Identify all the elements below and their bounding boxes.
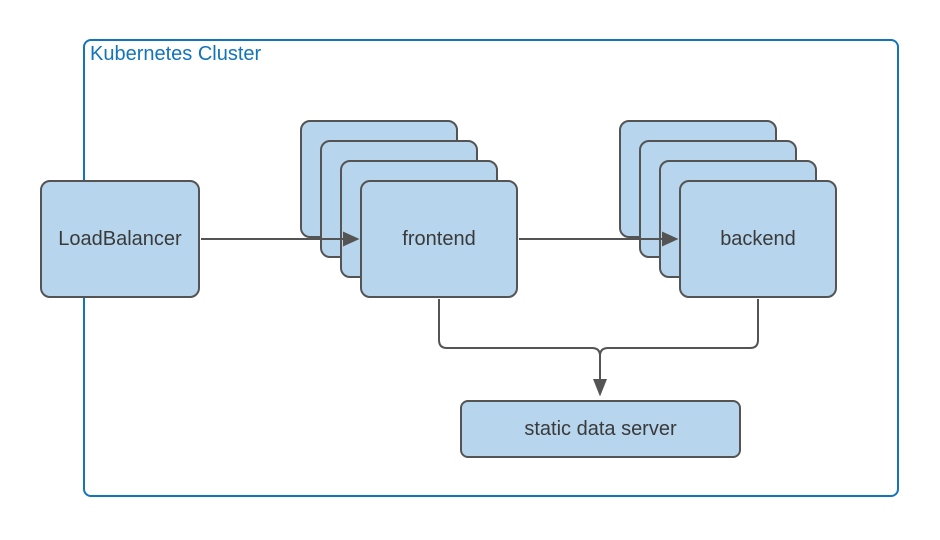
node-frontend: frontend xyxy=(360,180,518,298)
node-static-data-server: static data server xyxy=(460,400,741,458)
node-load-balancer: LoadBalancer xyxy=(40,180,200,298)
frontend-label: frontend xyxy=(402,227,476,250)
static-data-server-label: static data server xyxy=(524,417,677,440)
node-frontend-stack: frontend xyxy=(300,120,520,300)
backend-label: backend xyxy=(720,227,796,250)
load-balancer-label: LoadBalancer xyxy=(58,227,182,250)
cluster-label: Kubernetes Cluster xyxy=(90,43,262,65)
node-backend-stack: backend xyxy=(619,120,839,300)
node-backend: backend xyxy=(679,180,837,298)
